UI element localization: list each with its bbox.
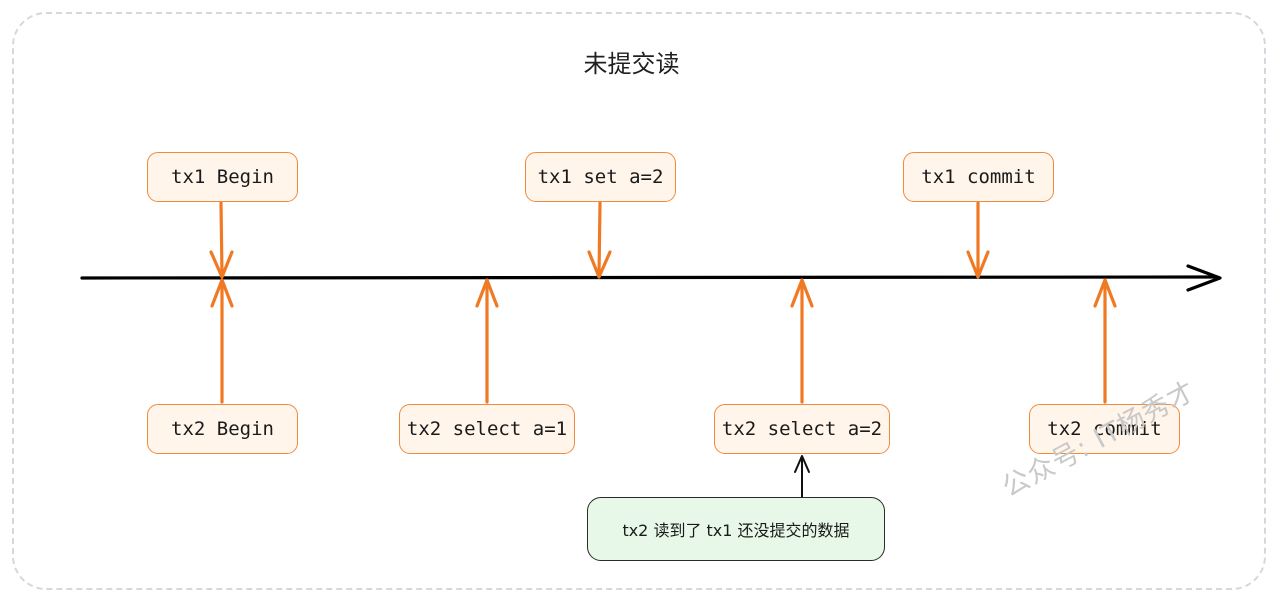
arrow-tx2-select2 [790,278,814,404]
timeline-arrowhead [1186,264,1222,292]
arrow-tx2-select1 [475,278,499,404]
arrow-tx1-commit [966,201,990,279]
event-box-tx1-set: tx1 set a=2 [525,152,676,202]
timeline-axis [80,275,1216,280]
arrow-tx1-begin [209,201,234,279]
event-box-tx2-begin: tx2 Begin [147,404,298,454]
arrow-tx2-begin [210,278,234,404]
dirty-read-note: tx2 读到了 tx1 还没提交的数据 [587,497,885,561]
event-box-tx1-begin: tx1 Begin [147,152,298,202]
event-box-tx2-commit: tx2 commit [1029,404,1180,454]
arrow-tx1-set [587,201,612,279]
arrow-tx2-commit [1093,278,1117,404]
event-box-tx2-select2: tx2 select a=2 [714,404,890,454]
event-box-tx2-select1: tx2 select a=1 [399,404,575,454]
diagram-frame [12,12,1266,590]
event-box-tx1-commit: tx1 commit [903,152,1054,202]
diagram-title: 未提交读 [583,50,680,78]
arrow-note [794,455,810,498]
